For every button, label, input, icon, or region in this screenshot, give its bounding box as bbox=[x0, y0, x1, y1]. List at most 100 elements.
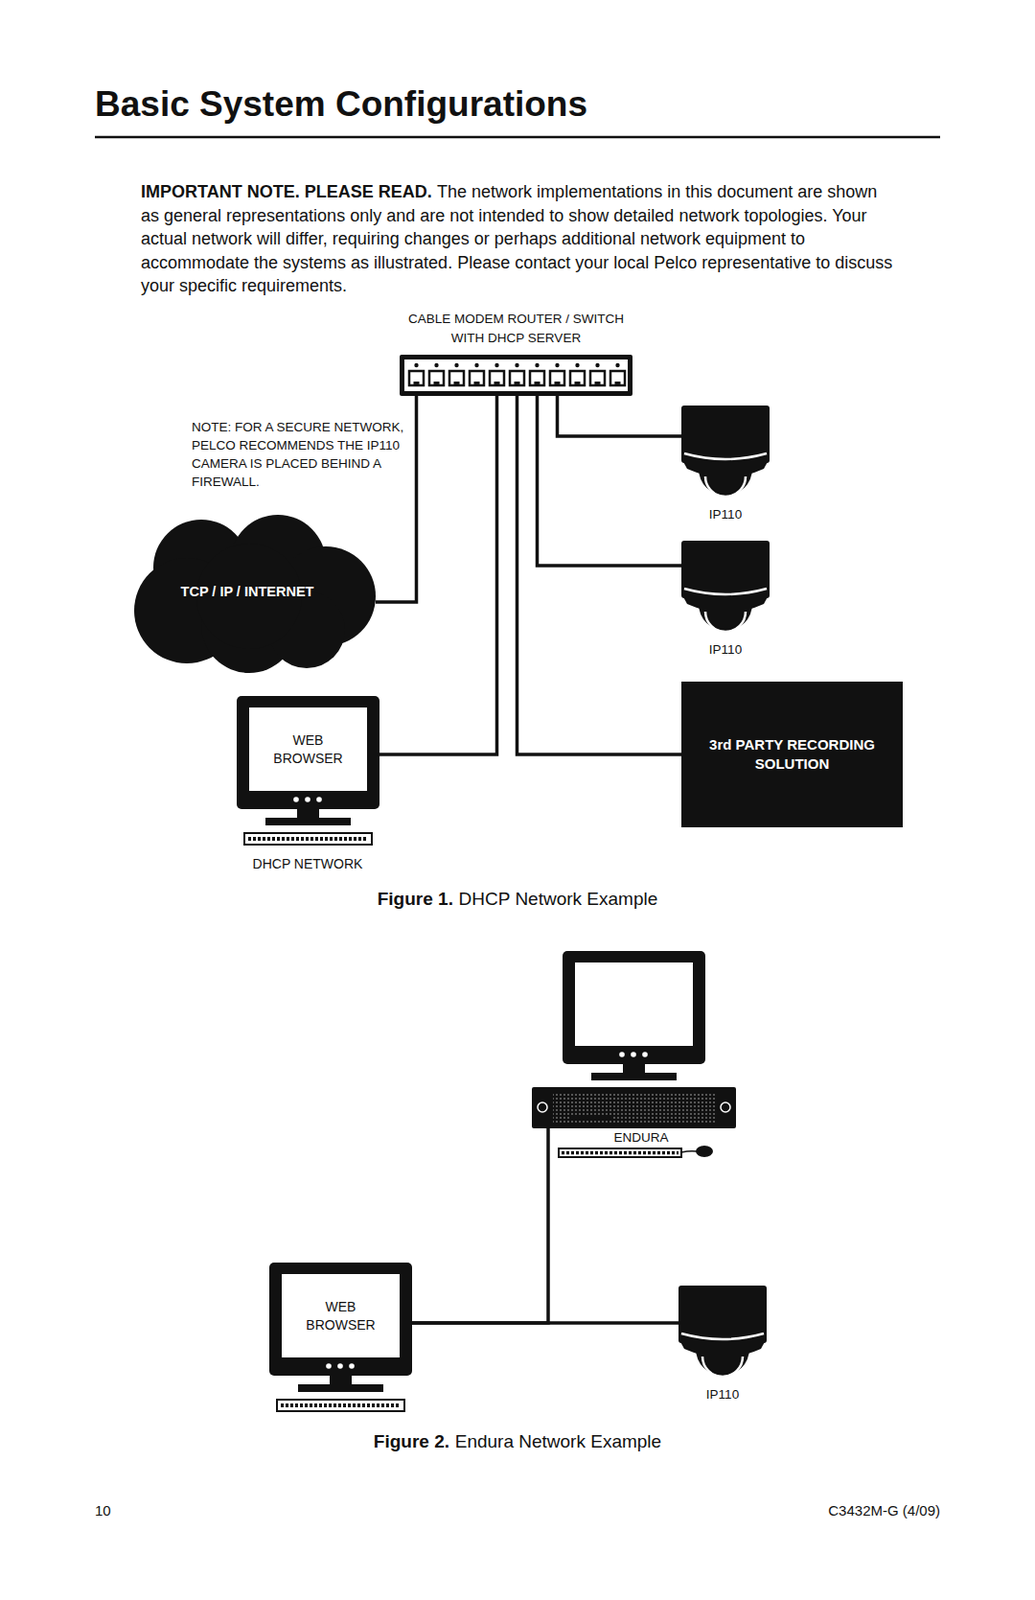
switch-port bbox=[570, 370, 585, 386]
node-label: CABLE MODEM ROUTER / SWITCH WITH DHCP SE… bbox=[392, 309, 640, 348]
document-code-text: C3432M-G (4/09) bbox=[828, 1501, 941, 1518]
important-note: IMPORTANT NOTE. PLEASE READ.The network … bbox=[140, 180, 898, 299]
node-label: ENDURA bbox=[613, 1128, 668, 1147]
switch-port-notch bbox=[474, 381, 481, 386]
endura-workstation: ENDURA bbox=[531, 950, 736, 1164]
figure-caption-text: Endura Network Example bbox=[455, 1430, 662, 1451]
camera-band bbox=[681, 1333, 764, 1339]
web-browser-computer: WEB BROWSER bbox=[236, 695, 380, 850]
switch-led bbox=[595, 363, 599, 368]
node-label: IP110 bbox=[706, 1385, 739, 1403]
router-switch: CABLE MODEM ROUTER / SWITCH WITH DHCP SE… bbox=[364, 304, 668, 396]
switch-port bbox=[429, 370, 444, 386]
monitor-button bbox=[316, 796, 322, 803]
text-area: IP110 bbox=[667, 505, 783, 525]
switch-port bbox=[529, 370, 545, 386]
important-note-text: IMPORTANT NOTE. PLEASE READ. bbox=[140, 182, 433, 202]
switch-port-notch bbox=[575, 381, 581, 386]
network-label: DHCP NETWORK bbox=[211, 854, 404, 873]
figure-caption-text: Figure 1. bbox=[377, 888, 454, 909]
network-label-text: DHCP NETWORK bbox=[253, 855, 364, 872]
camera-housing bbox=[681, 540, 770, 598]
camera-housing bbox=[678, 1285, 767, 1343]
ip-camera: IP110 bbox=[681, 540, 770, 660]
switch-icon bbox=[399, 354, 633, 396]
monitor-base bbox=[265, 817, 351, 826]
network-cable bbox=[412, 1127, 549, 1323]
page-title: Basic System Configurations bbox=[94, 82, 588, 127]
switch-port-notch bbox=[494, 381, 501, 386]
switch-led bbox=[575, 363, 579, 368]
firewall-note-text: NOTE: FOR A SECURE NETWORK, PELCO RECOMM… bbox=[191, 419, 404, 489]
computer-icon bbox=[236, 695, 380, 850]
keyboard-keys bbox=[561, 1150, 679, 1155]
monitor-bezel bbox=[562, 950, 706, 1064]
monitor-neck bbox=[297, 808, 320, 818]
monitor-button bbox=[630, 1051, 637, 1058]
node-label: IP110 bbox=[709, 641, 742, 659]
keyboard-keys bbox=[280, 1403, 401, 1407]
switch-port bbox=[610, 370, 625, 386]
switch-port-notch bbox=[414, 381, 420, 386]
monitor-button bbox=[337, 1362, 344, 1369]
node-label: WEB BROWSER bbox=[301, 1297, 381, 1334]
switch-led bbox=[514, 363, 519, 368]
server-knob bbox=[720, 1102, 731, 1112]
switch-port-notch bbox=[434, 381, 440, 386]
title-rule-line bbox=[94, 136, 941, 139]
text-area: 3rd PARTY RECORDING SOLUTION bbox=[690, 681, 894, 828]
web-browser-computer: WEB BROWSER bbox=[269, 1262, 413, 1416]
monitor-button bbox=[619, 1051, 625, 1058]
switch-led bbox=[474, 363, 479, 368]
page-number-text: 10 bbox=[94, 1501, 112, 1518]
server-grille bbox=[552, 1091, 716, 1124]
switch-port bbox=[509, 370, 525, 386]
switch-led bbox=[494, 363, 499, 368]
switch-port bbox=[489, 370, 505, 386]
mouse-cable bbox=[681, 1150, 697, 1152]
camera-dome-highlight bbox=[705, 611, 746, 632]
text-area: CABLE MODEM ROUTER / SWITCH WITH DHCP SE… bbox=[392, 304, 640, 353]
node-label: 3rd PARTY RECORDING SOLUTION bbox=[708, 735, 877, 774]
camera-dome bbox=[698, 468, 753, 496]
figure-caption-text: DHCP Network Example bbox=[459, 888, 659, 909]
figure-caption: Figure 1.DHCP Network Example bbox=[230, 887, 805, 911]
camera-dome-highlight bbox=[702, 1356, 743, 1377]
keyboard bbox=[244, 832, 372, 845]
recording-solution-box: 3rd PARTY RECORDING SOLUTION bbox=[681, 681, 903, 828]
switch-port-notch bbox=[534, 381, 541, 386]
node-label: IP110 bbox=[709, 506, 742, 524]
recorder-fill bbox=[681, 681, 903, 828]
monitor-button bbox=[642, 1051, 648, 1058]
server-slot bbox=[570, 1115, 613, 1120]
keyboard bbox=[276, 1399, 405, 1411]
camera-housing bbox=[681, 405, 770, 463]
camera-dome bbox=[698, 603, 753, 631]
switch-led bbox=[434, 363, 438, 368]
switch-port bbox=[409, 370, 424, 386]
page-number: 10 bbox=[94, 1500, 172, 1520]
text-area: WEB BROWSER bbox=[249, 707, 368, 791]
ip-camera: IP110 bbox=[681, 405, 770, 525]
switch-port-notch bbox=[554, 381, 561, 386]
network-cable bbox=[557, 395, 683, 437]
switch-port bbox=[590, 370, 605, 386]
text-area: ENDURA bbox=[593, 1128, 690, 1147]
switch-port bbox=[469, 370, 484, 386]
monitor-button bbox=[293, 796, 299, 803]
network-cable bbox=[537, 395, 683, 566]
switch-port-notch bbox=[615, 381, 621, 386]
recorder-box bbox=[681, 681, 903, 828]
dome-camera-icon bbox=[678, 1285, 767, 1381]
camera-dome-highlight bbox=[705, 476, 746, 497]
text-area: TCP / IP / INTERNET bbox=[134, 572, 361, 611]
figure-caption: Figure 2.Endura Network Example bbox=[230, 1429, 805, 1453]
monitor-screen bbox=[281, 1273, 400, 1357]
node-label: TCP / IP / INTERNET bbox=[181, 581, 315, 601]
monitor-button bbox=[348, 1362, 355, 1369]
switch-led bbox=[454, 363, 459, 368]
network-cable bbox=[517, 395, 683, 755]
monitor-bezel bbox=[269, 1262, 413, 1376]
internet-cloud: TCP / IP / INTERNET bbox=[134, 514, 376, 673]
text-area: IP110 bbox=[665, 1384, 781, 1404]
